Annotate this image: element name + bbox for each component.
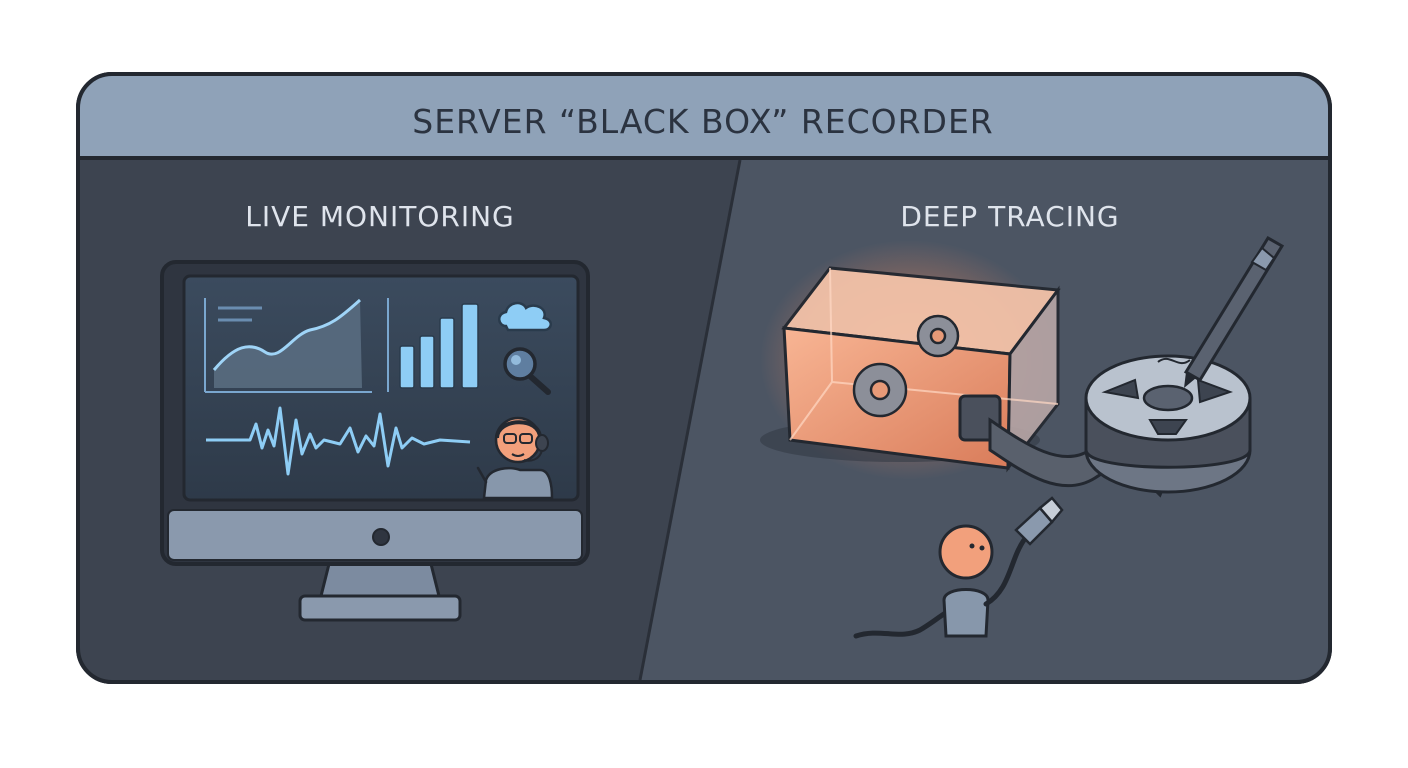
line-chart-icon	[204, 298, 372, 393]
pen-icon	[1157, 235, 1285, 388]
waveform-line	[206, 406, 471, 476]
person-with-cable-icon	[853, 496, 1064, 639]
deep-tracing-heading: DEEP TRACING	[900, 199, 1120, 233]
black-box-illustration	[760, 240, 1061, 480]
bar-chart-icon	[387, 298, 479, 392]
live-monitoring-heading: LIVE MONITORING	[245, 199, 515, 233]
gear-icon	[916, 314, 960, 358]
tape-reel-icon	[1084, 354, 1252, 494]
diagram-title: SERVER “BLACK BOX” RECORDER	[412, 101, 994, 141]
monitor-illustration	[160, 260, 590, 622]
gear-icon	[852, 362, 908, 418]
operator-icon	[476, 416, 554, 500]
panel-divider	[638, 159, 742, 681]
monitor-screen	[182, 274, 580, 502]
magnifier-icon	[503, 347, 551, 395]
monitor-base	[298, 594, 462, 622]
title-bar	[78, 74, 1330, 158]
cloud-icon	[498, 301, 552, 332]
power-button-icon	[372, 528, 390, 546]
